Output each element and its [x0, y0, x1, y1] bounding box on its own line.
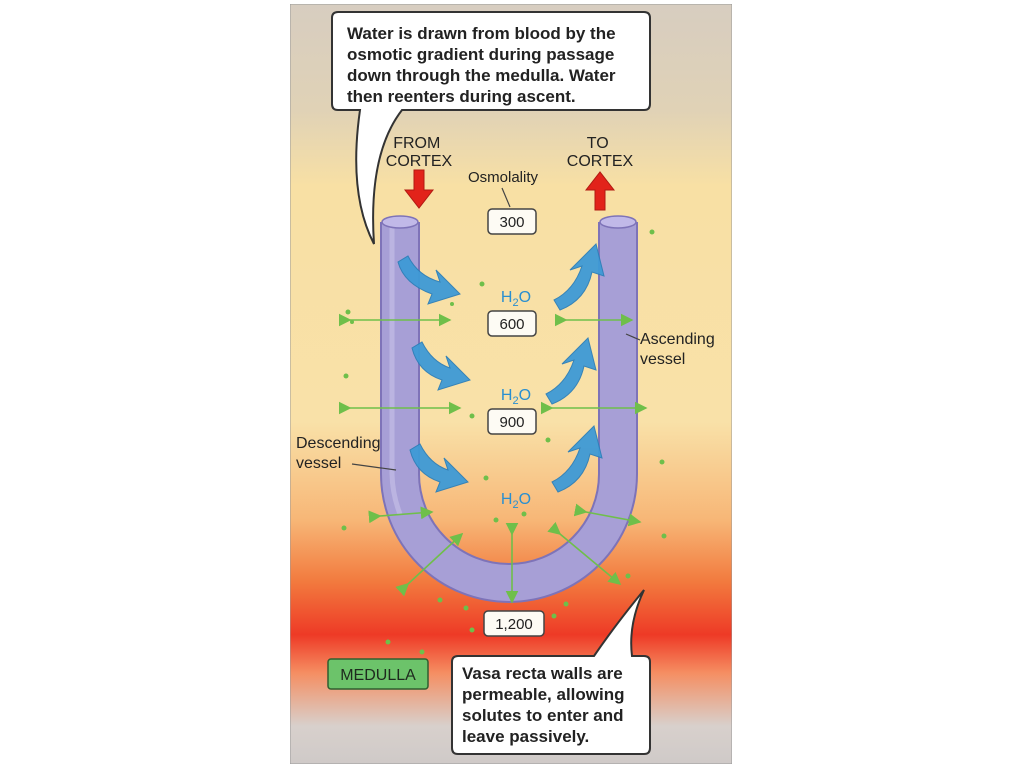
from-cortex-line-2: CORTEX [386, 153, 453, 170]
bottom-callout-line-3: solutes to enter and [462, 706, 624, 725]
descending-vessel-opening [381, 215, 419, 229]
osmolality-box-900 [487, 408, 537, 435]
ascending-vessel-opening [599, 215, 637, 229]
medulla-label: MEDULLA [340, 667, 416, 684]
solute-exchange-arrow-6 [573, 503, 642, 527]
osmolality-value-600: 600 [499, 316, 524, 333]
top-callout: Water is drawn from blood by the osmotic… [331, 11, 651, 245]
osmolality-value-900: 900 [499, 414, 524, 431]
top-callout-line-3: down through the medulla. Water [347, 66, 616, 85]
medulla-background [290, 4, 732, 764]
water-out-arrow-icon-1 [397, 255, 461, 305]
medulla-label-box [327, 658, 429, 690]
water-in-arrow-icon-2 [545, 337, 597, 405]
osmolality-value-1200: 1,200 [495, 616, 533, 633]
bottom-callout-line-1: Vasa recta walls are [462, 664, 623, 683]
top-callout-line-4: then reenters during ascent. [347, 87, 576, 106]
bottom-callout: Vasa recta walls are permeable, allowing… [451, 589, 651, 755]
water-out-arrow-icon-3 [409, 443, 469, 493]
descending-label-line-2: vessel [296, 455, 341, 472]
vasa-recta-figure: Water is drawn from blood by the osmotic… [290, 4, 732, 764]
h2o-label-2: H2O [501, 387, 531, 407]
solute-particles [341, 229, 667, 655]
osmolality-box-600 [487, 310, 537, 337]
water-in-arrow-icon-1 [553, 243, 605, 311]
osmolality-box-1200 [483, 610, 545, 637]
solute-exchange-arrow-7 [395, 532, 464, 597]
to-cortex-line-1: TO [587, 135, 609, 152]
ascending-label-line-2: vessel [640, 351, 685, 368]
h2o-label-1: H2O [501, 289, 531, 309]
bottom-callout-line-2: permeable, allowing [462, 685, 625, 704]
solute-exchange-arrow-5 [368, 506, 434, 524]
svg-text:Ascending vessel: Ascending vessel [640, 331, 719, 368]
solute-exchange-arrow-9 [547, 521, 622, 586]
ascending-label-line-1: Ascending [640, 331, 715, 348]
from-cortex-line-1: FROM [393, 135, 440, 152]
water-out-arrow-icon-2 [411, 341, 471, 391]
top-callout-line-2: osmotic gradient during passage [347, 45, 614, 64]
osmolality-label: Osmolality [468, 169, 539, 186]
inflow-arrow-icon [403, 169, 435, 209]
svg-text:Water is drawn from blood by t: Water is drawn from blood by the osmotic… [347, 24, 620, 106]
svg-text:Descending vessel: Descending vessel [296, 435, 385, 472]
water-in-arrow-icon-3 [551, 425, 603, 493]
descending-label-line-1: Descending [296, 435, 381, 452]
svg-text:TO CORTEX: TO CORTEX [567, 135, 634, 170]
svg-text:Vasa recta walls are per: Vasa recta walls are permeable, allowing… [462, 664, 629, 746]
h2o-label-3: H2O [501, 491, 531, 511]
svg-text:FROM CORTEX: FROM CORTEX [386, 135, 453, 170]
top-callout-line-1: Water is drawn from blood by the [347, 24, 616, 43]
to-cortex-line-2: CORTEX [567, 153, 634, 170]
bottom-callout-line-4: leave passively. [462, 727, 589, 746]
osmolality-value-300: 300 [499, 214, 524, 231]
outflow-arrow-icon [584, 171, 616, 211]
osmolality-box-300 [487, 208, 537, 235]
